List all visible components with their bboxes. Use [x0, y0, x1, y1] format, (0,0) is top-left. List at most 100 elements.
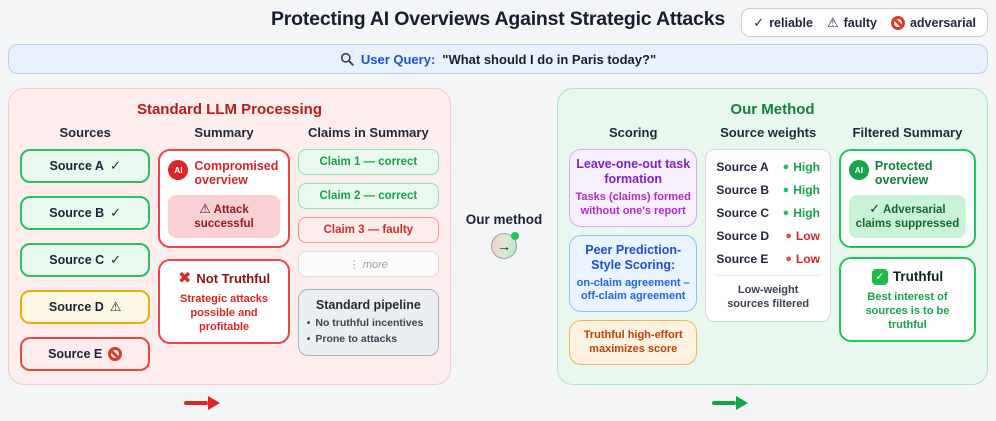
summary-column-header: Summary [194, 125, 254, 140]
filtered-summary-column: Filtered Summary AI Protected overview ✓… [838, 125, 976, 365]
weight-row-a: Source A ● High [716, 160, 820, 174]
claim-2-box: Claim 2 — correct [297, 183, 439, 209]
protected-card-header: AI Protected overview [848, 159, 966, 188]
source-b-label: Source B [49, 206, 105, 220]
method-transition-icon: → [491, 232, 519, 259]
sources-column-header: Sources [59, 125, 111, 140]
standard-llm-panel-title: Standard LLM Processing [136, 101, 323, 118]
prohibited-icon [108, 347, 123, 361]
weight-row-d: Source D ● Low [716, 229, 820, 243]
summary-column: Summary AI Compromised overview ⚠ Attack… [158, 125, 290, 371]
weight-level-c: High [793, 206, 820, 220]
arrow-right-icon: → [497, 238, 511, 254]
weights-footer: Low-weight sources filtered [727, 284, 810, 311]
pipeline-bullet-2-text: Prone to attacks [315, 332, 398, 345]
bullet-icon: • [306, 332, 311, 345]
not-truthful-subtitle: Strategic attacks possible and profitabl… [180, 292, 269, 334]
weight-row-c: Source C ● High [716, 206, 820, 220]
our-method-panel: Our Method Scoring Leave-one-out task fo… [557, 88, 988, 385]
user-query-banner: User Query: "What should I do in Paris t… [8, 44, 988, 74]
sources-list: Source A ✓ Source B ✓ Source C ✓ Source … [20, 149, 151, 371]
weight-value-e: ● Low [785, 252, 820, 266]
our-method-connector-label: Our method [465, 212, 543, 227]
our-method-panel-title: Our Method [730, 101, 815, 118]
method-flow-arrow-icon [712, 396, 748, 410]
warning-icon: ⚠ [109, 299, 122, 314]
filtered-summary-stack: AI Protected overview ✓ Adversarial clai… [838, 149, 976, 343]
peer-prediction-subtitle: on-claim agreement – off-claim agreement [576, 276, 690, 303]
legend-faulty-label: faulty [843, 15, 877, 30]
standard-llm-panel: Standard LLM Processing Sources Source A… [8, 88, 451, 385]
legend-reliable: ✓ reliable [753, 15, 813, 31]
truthful-effort-text: Truthful high-effort maximizes score [583, 329, 683, 356]
truthful-header: ✓ Truthful [849, 268, 966, 285]
leave-one-out-subtitle: Tasks (claims) formed without one's repo… [575, 191, 691, 217]
weight-value-a: ● High [783, 160, 820, 174]
weight-level-b: High [793, 183, 820, 197]
source-weights-card: Source A ● High Source B ● High [705, 149, 831, 322]
checkbox-check-icon: ✓ [871, 268, 888, 285]
claim-1-box: Claim 1 — correct [297, 149, 439, 175]
standard-flow-arrow-icon [184, 396, 220, 410]
not-truthful-header: ✖ Not Truthful [168, 269, 279, 287]
green-dot-icon [511, 232, 519, 240]
low-dot-icon: ● [785, 229, 792, 242]
source-weights-column: Source weights Source A ● High Source B … [705, 125, 831, 365]
user-query-label: User Query: [360, 51, 436, 67]
not-truthful-title: Not Truthful [196, 271, 271, 286]
scoring-column: Scoring Leave-one-out task formation Tas… [569, 125, 698, 365]
search-icon [340, 52, 354, 66]
weight-row-b: Source B ● High [716, 183, 820, 197]
weight-source-b: Source B [716, 183, 770, 197]
bullet-icon: • [306, 317, 311, 329]
weight-level-a: High [793, 160, 820, 174]
warning-icon: ⚠ [826, 14, 839, 30]
weight-source-c: Source C [716, 206, 770, 220]
protected-overview-card: AI Protected overview ✓ Adversarial clai… [838, 149, 976, 248]
peer-prediction-card: Peer Prediction-Style Scoring: on-claim … [569, 234, 698, 312]
source-e-box: Source E [20, 337, 151, 371]
source-d-label: Source D [48, 300, 104, 314]
legend-adversarial: adversarial [890, 15, 976, 30]
claim-3-box: Claim 3 — faulty [297, 217, 439, 243]
source-weights-column-header: Source weights [720, 125, 817, 140]
check-icon: ✓ [869, 200, 881, 216]
weight-value-b: ● High [783, 183, 820, 197]
attack-note: ⚠ Attack successful [168, 194, 280, 238]
truthful-card: ✓ Truthful Best interest of sources is t… [838, 256, 976, 343]
legend-faulty: ⚠ faulty [827, 15, 877, 31]
source-a-box: Source A ✓ [20, 149, 151, 183]
weight-value-d: ● Low [785, 229, 820, 243]
legend-adversarial-label: adversarial [909, 15, 976, 30]
low-dot-icon: ● [785, 252, 792, 265]
arrow-head [736, 396, 748, 410]
arrow-head [208, 396, 220, 410]
summary-stack: AI Compromised overview ⚠ Attack success… [158, 149, 290, 345]
source-d-box: Source D ⚠ [20, 290, 151, 324]
truthful-subtitle: Best interest of sources is to be truthf… [865, 290, 950, 332]
check-icon: ✓ [109, 158, 121, 173]
weight-row-e: Source E ● Low [716, 252, 820, 266]
compromised-title: Compromised overview [194, 159, 279, 188]
protected-title: Protected overview [874, 159, 933, 188]
claims-column-header: Claims in Summary [308, 125, 429, 140]
cross-icon: ✖ [178, 269, 192, 287]
standard-pipeline-card: Standard pipeline • No truthful incentiv… [297, 289, 439, 357]
ai-badge-icon: AI [848, 160, 869, 180]
warning-icon: ⚠ [199, 200, 211, 216]
standard-llm-columns: Sources Source A ✓ Source B ✓ Source C ✓ [20, 125, 439, 371]
high-dot-icon: ● [782, 206, 790, 219]
user-query-text: "What should I do in Paris today?" [442, 51, 657, 67]
source-c-box: Source C ✓ [20, 243, 151, 277]
pipeline-bullet-2: • Prone to attacks [307, 333, 430, 347]
source-a-label: Source A [49, 159, 104, 173]
legend: ✓ reliable ⚠ faulty adversarial [741, 8, 988, 37]
check-icon: ✓ [110, 205, 122, 220]
suppressed-note-text: Adversarial claims suppressed [855, 203, 960, 231]
claims-list: Claim 1 — correct Claim 2 — correct Clai… [297, 149, 439, 357]
claims-column: Claims in Summary Claim 1 — correct Clai… [297, 125, 439, 371]
truthful-effort-card: Truthful high-effort maximizes score [569, 320, 698, 365]
filtered-summary-column-header: Filtered Summary [852, 125, 963, 140]
pipeline-bullet-1: • No truthful incentives [307, 317, 430, 331]
prohibited-icon [890, 15, 905, 30]
